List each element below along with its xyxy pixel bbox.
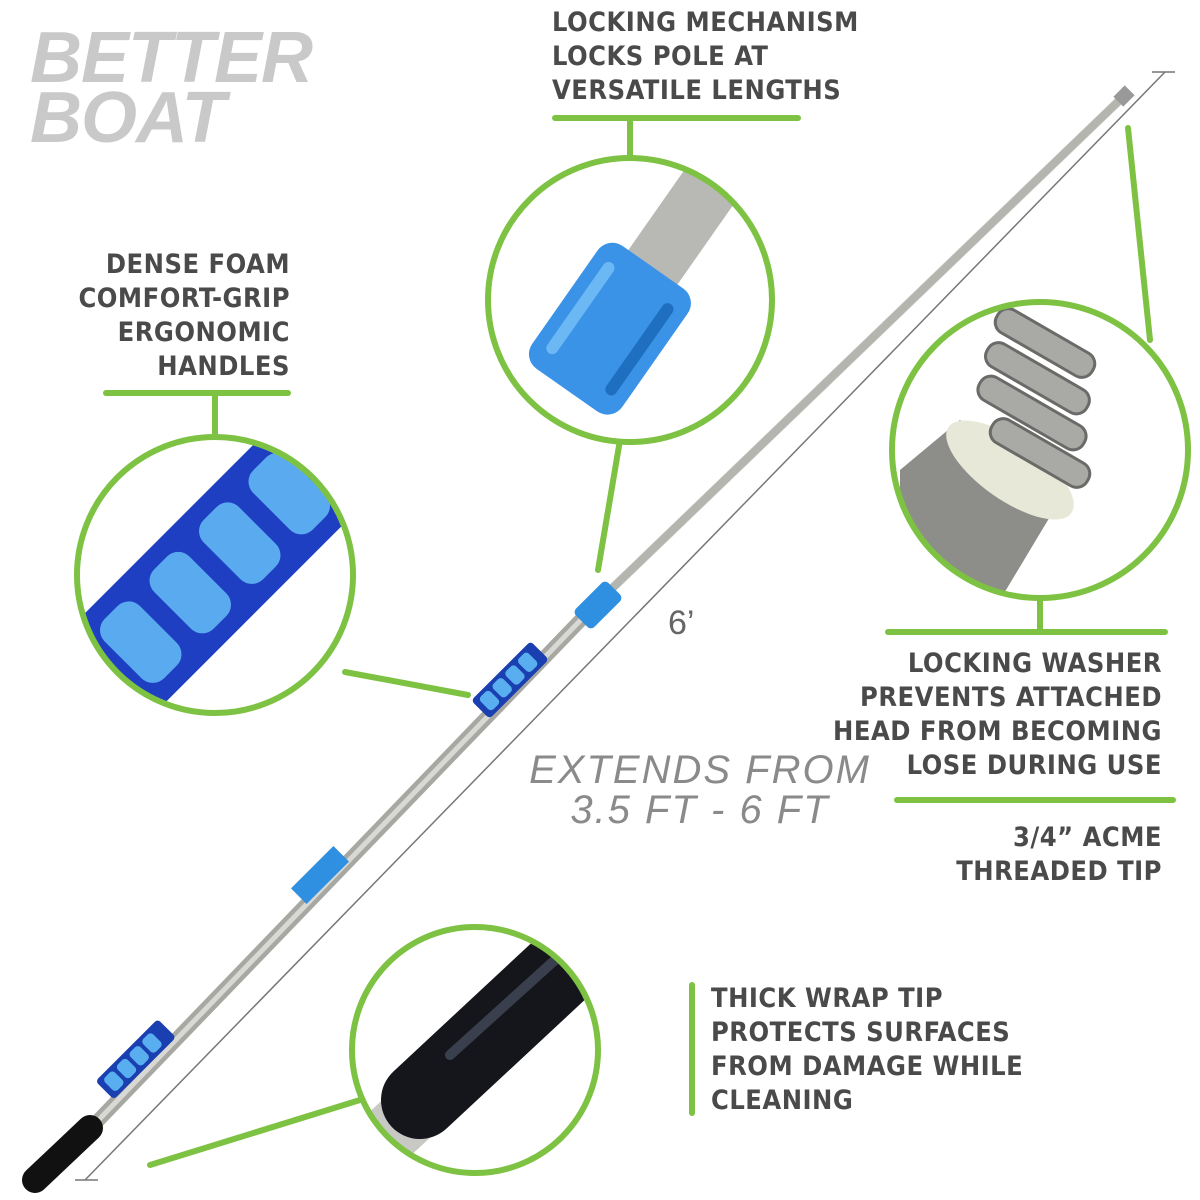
- caption-line: DENSE FOAM: [105, 249, 290, 280]
- caption-line: ERGONOMIC: [117, 317, 290, 348]
- extends-line-2: 3.5 FT - 6 FT: [570, 788, 830, 832]
- wrap-tip-closeup: [349, 924, 601, 1176]
- threaded-tip-closeup: [889, 299, 1191, 601]
- caption-line: CLEANING: [711, 1085, 854, 1116]
- caption-line: LOCKING MECHANISM: [552, 7, 859, 38]
- caption-acme-tip: 3/4” ACME THREADED TIP: [956, 821, 1162, 889]
- caption-line: THICK WRAP TIP: [711, 983, 943, 1014]
- caption-line: THREADED TIP: [956, 856, 1162, 887]
- pole-logo-band: [291, 846, 349, 904]
- caption-locking-washer: LOCKING WASHER PREVENTS ATTACHED HEAD FR…: [833, 647, 1162, 783]
- logo-line-2: BOAT: [30, 78, 226, 158]
- extends-text: EXTENDS FROM 3.5 FT - 6 FT: [500, 750, 900, 830]
- caption-line: COMFORT-GRIP: [78, 283, 290, 314]
- caption-line: FROM DAMAGE WHILE: [711, 1051, 1024, 1082]
- caption-line: LOCKING WASHER: [907, 648, 1162, 679]
- grip-upper: [472, 642, 548, 718]
- caption-locking-mechanism: LOCKING MECHANISM LOCKS POLE AT VERSATIL…: [552, 6, 859, 108]
- leader-lines: [103, 115, 1176, 1168]
- caption-line: PROTECTS SURFACES: [711, 1017, 1011, 1048]
- locking-collar: [574, 581, 622, 629]
- foam-grip-closeup: [74, 434, 356, 716]
- caption-line: HANDLES: [157, 351, 290, 382]
- better-boat-logo: BETTER BOAT: [30, 18, 313, 158]
- extends-line-1: EXTENDS FROM: [529, 748, 871, 792]
- caption-line: PREVENTS ATTACHED: [860, 682, 1162, 713]
- caption-line: VERSATILE LENGTHS: [552, 75, 842, 106]
- caption-line: LOSE DURING USE: [906, 750, 1162, 781]
- caption-foam-grip: DENSE FOAM COMFORT-GRIP ERGONOMIC HANDLE…: [78, 248, 290, 384]
- caption-line: HEAD FROM BECOMING: [833, 716, 1162, 747]
- dimension-line: [84, 71, 1166, 1181]
- grip-lower: [97, 1020, 175, 1098]
- telescopic-pole: [22, 85, 1135, 1193]
- caption-line: 3/4” ACME: [1013, 822, 1162, 853]
- caption-line: LOCKS POLE AT: [552, 41, 769, 72]
- locking-mechanism-closeup: [485, 155, 775, 445]
- dimension-label: 6’: [668, 604, 695, 642]
- logo-line-1: BETTER: [30, 18, 313, 98]
- caption-wrap-tip: THICK WRAP TIP PROTECTS SURFACES FROM DA…: [711, 982, 1023, 1118]
